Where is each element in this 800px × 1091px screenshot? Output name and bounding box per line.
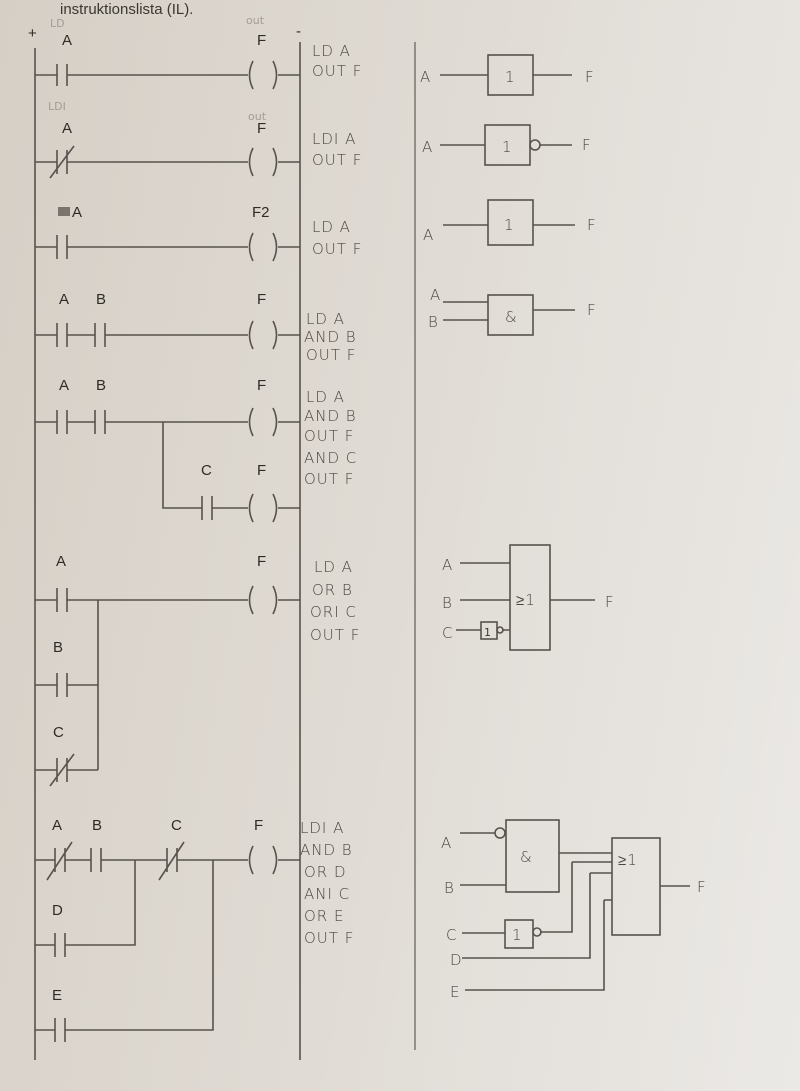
- contact-label: A: [56, 553, 66, 570]
- rung-2: A F LDI A OUT F: [35, 120, 362, 179]
- gate-input-label: D: [450, 951, 463, 969]
- coil-label: F: [254, 817, 263, 834]
- il-line: OR E: [304, 907, 344, 925]
- gate-output-label: F: [585, 68, 595, 86]
- gate-input-label: B: [428, 313, 439, 331]
- il-line: ANI C: [304, 885, 350, 903]
- coil-label: F: [257, 291, 266, 308]
- gate-symbol: ≥1: [618, 851, 638, 869]
- gate-input-label: C: [446, 926, 457, 944]
- not-symbol: 1: [484, 626, 491, 639]
- gate-input-label: A: [423, 226, 434, 244]
- il-line: LD A: [312, 42, 351, 60]
- gate-or-5: A B C 1 ≥1 F: [442, 544, 615, 651]
- coil-label: F: [257, 553, 266, 570]
- il-line: OUT F: [310, 626, 360, 644]
- gate-output-label: F: [582, 136, 592, 154]
- contact-label: A: [72, 204, 82, 221]
- gate-symbol: 1: [505, 68, 516, 86]
- contact-label: A: [59, 291, 69, 308]
- il-line: OR D: [304, 863, 347, 881]
- contact-label: E: [52, 987, 62, 1004]
- gate-symbol: &: [520, 848, 533, 866]
- contact-label: B: [96, 377, 106, 394]
- contact-label: A: [52, 817, 62, 834]
- il-line: OUT F: [306, 346, 356, 364]
- rung-3: A F2 LD A OUT F: [35, 204, 362, 262]
- il-line: LD A: [314, 558, 353, 576]
- contact-label: C: [53, 724, 64, 741]
- il-line: OUT F: [304, 427, 354, 445]
- contact-label: A: [62, 120, 72, 137]
- gate-network-6: A B C D E & ≥1 1 F: [441, 819, 707, 1001]
- il-line: OUT F: [312, 151, 362, 169]
- coil-label: F: [257, 377, 266, 394]
- gate-symbol: 1: [504, 216, 515, 234]
- il-line: OUT F: [304, 470, 354, 488]
- gate-buffer-3: A 1 F: [423, 199, 597, 246]
- il-line: LDI A: [312, 130, 356, 148]
- gate-output-label: F: [697, 878, 707, 896]
- contact-label: A: [59, 377, 69, 394]
- gate-input-label: A: [441, 834, 452, 852]
- gate-input-label: C: [442, 624, 453, 642]
- gate-symbol: &: [505, 308, 518, 326]
- gate-input-label: E: [450, 983, 460, 1001]
- not-symbol: 1: [512, 926, 523, 944]
- gate-input-label: B: [444, 879, 455, 897]
- gate-input-label: B: [442, 594, 453, 612]
- il-line: LD A: [306, 310, 345, 328]
- contact-label: B: [53, 639, 63, 656]
- il-line: AND B: [304, 407, 357, 425]
- rung-7: A B C D E F LDI A AND B OR D ANI C OR E …: [35, 817, 354, 1042]
- il-line: ORI C: [310, 603, 357, 621]
- header-text: instruktionslista (IL).: [60, 1, 193, 18]
- gate-not-2: A 1 F: [422, 124, 592, 166]
- rung-6: A B C F LD A OR B ORI C OUT F: [35, 553, 360, 787]
- faint-note: LDI: [48, 100, 66, 113]
- il-line: OUT F: [312, 62, 362, 80]
- rung-1: A F LD A OUT F: [35, 32, 362, 90]
- il-line: OR B: [312, 581, 353, 599]
- contact-label: C: [171, 817, 182, 834]
- coil-label: F2: [252, 204, 270, 221]
- gate-output-label: F: [605, 593, 615, 611]
- rung-5: A B F C F LD A AND B OUT F AND C OUT F: [35, 377, 357, 523]
- gate-input-label: A: [430, 286, 441, 304]
- gate-input-label: A: [442, 556, 453, 574]
- gate-symbol: 1: [502, 138, 513, 156]
- plus-rail-label: +: [28, 25, 37, 42]
- gate-output-label: F: [587, 216, 597, 234]
- gate-and-4: A B & F: [428, 286, 597, 336]
- il-line: OUT F: [312, 240, 362, 258]
- coil-label: F: [257, 32, 266, 49]
- contact-label: D: [52, 902, 63, 919]
- contact-label: A: [62, 32, 72, 49]
- minus-rail-label: -: [296, 23, 301, 40]
- coil-label: F: [257, 462, 266, 479]
- il-line: LD A: [312, 218, 351, 236]
- gate-buffer-1: A 1 F: [420, 54, 595, 96]
- il-line: OUT F: [304, 929, 354, 947]
- il-line: LD A: [306, 388, 345, 406]
- gate-symbol: ≥1: [516, 591, 536, 609]
- rung-4: A B F LD A AND B OUT F: [35, 291, 357, 364]
- gate-input-label: A: [422, 138, 433, 156]
- il-line: AND B: [300, 841, 353, 859]
- il-line: AND C: [304, 449, 357, 467]
- contact-label: B: [96, 291, 106, 308]
- faint-note: out: [246, 14, 265, 27]
- il-line: LDI A: [300, 819, 344, 837]
- contact-label: C: [201, 462, 212, 479]
- il-line: AND B: [304, 328, 357, 346]
- gate-output-label: F: [587, 301, 597, 319]
- faint-note: out: [248, 110, 267, 123]
- coil-label: F: [257, 120, 266, 137]
- gate-input-label: A: [420, 68, 431, 86]
- faint-note: LD: [50, 17, 65, 30]
- contact-label: B: [92, 817, 102, 834]
